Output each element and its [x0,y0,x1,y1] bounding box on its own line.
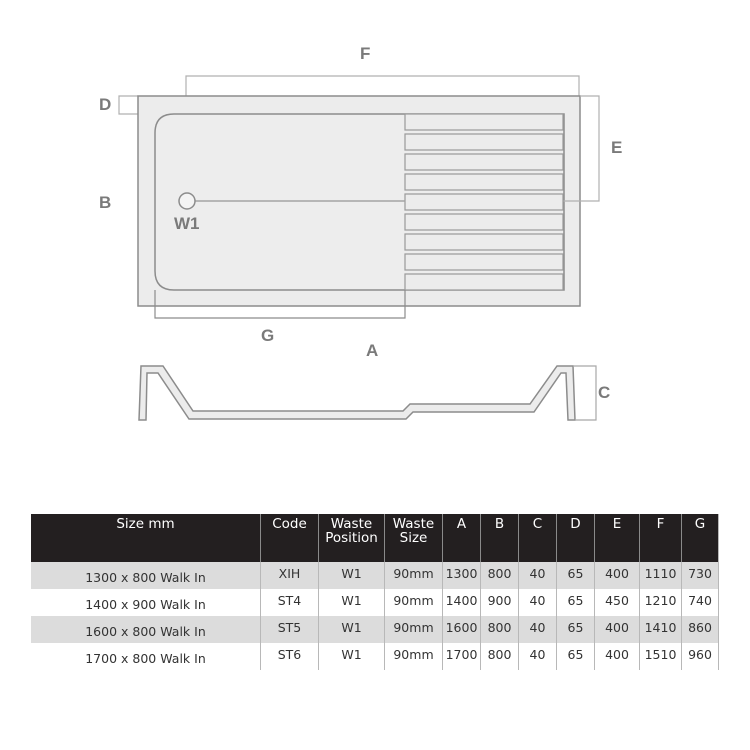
header-code: Code [260,514,319,562]
cell-a: 1600 [442,616,481,643]
cell-code: ST4 [260,589,319,616]
cell-a: 1700 [442,643,481,670]
cell-waste-size: 90mm [384,589,443,616]
header-d: D [556,514,595,562]
label-f: F [360,44,371,63]
cell-b: 900 [480,589,519,616]
cell-f: 1210 [639,589,682,616]
label-e: E [611,138,623,157]
cell-code: ST5 [260,616,319,643]
cell-code: XIH [260,562,319,589]
cell-waste-position: W1 [318,643,385,670]
cell-waste-size: 90mm [384,643,443,670]
tray-ribs [404,113,564,291]
cell-size: 1600 x 800 Walk In [31,616,261,643]
cell-e: 400 [594,616,640,643]
header-g: G [681,514,719,562]
cell-d: 65 [556,562,595,589]
cell-e: 400 [594,643,640,670]
cell-d: 65 [556,616,595,643]
cell-c: 40 [518,562,557,589]
cell-c: 40 [518,643,557,670]
waste-w1-icon [178,192,196,210]
cell-a: 1400 [442,589,481,616]
dimension-g-line [154,290,406,319]
header-f: F [639,514,682,562]
table-row: 1300 x 800 Walk In XIH W1 90mm 1300 800 … [31,562,719,589]
label-b: B [99,193,112,212]
table-row: 1600 x 800 Walk In ST5 W1 90mm 1600 800 … [31,616,719,643]
table-row: 1400 x 900 Walk In ST4 W1 90mm 1400 900 … [31,589,719,616]
cell-waste-position: W1 [318,589,385,616]
cell-waste-size: 90mm [384,562,443,589]
cell-f: 1110 [639,562,682,589]
cell-g: 960 [681,643,719,670]
cell-d: 65 [556,643,595,670]
cell-d: 65 [556,589,595,616]
cell-b: 800 [480,562,519,589]
cell-g: 740 [681,589,719,616]
header-b: B [480,514,519,562]
table-row: 1700 x 800 Walk In ST6 W1 90mm 1700 800 … [31,643,719,670]
cell-c: 40 [518,616,557,643]
label-c: C [598,383,611,402]
dimension-c-line [573,365,597,421]
tray-cross-section [138,365,576,421]
shower-tray-diagram: F D B E W1 G A C [99,44,623,421]
cell-e: 400 [594,562,640,589]
label-d: D [99,95,112,114]
dimension-d-line [118,95,138,115]
header-a: A [442,514,481,562]
header-c: C [518,514,557,562]
cell-b: 800 [480,643,519,670]
cell-waste-position: W1 [318,562,385,589]
cell-a: 1300 [442,562,481,589]
cell-waste-size: 90mm [384,616,443,643]
cell-size: 1300 x 800 Walk In [31,562,261,589]
cell-c: 40 [518,589,557,616]
cell-g: 730 [681,562,719,589]
cell-f: 1410 [639,616,682,643]
cell-b: 800 [480,616,519,643]
cell-size: 1400 x 900 Walk In [31,589,261,616]
cell-code: ST6 [260,643,319,670]
cell-f: 1510 [639,643,682,670]
label-g: G [261,326,275,345]
cell-e: 450 [594,589,640,616]
label-a: A [366,341,379,360]
header-size: Size mm [31,514,261,562]
cell-waste-position: W1 [318,616,385,643]
cell-size: 1700 x 800 Walk In [31,643,261,670]
label-w1: W1 [174,214,200,233]
cell-g: 860 [681,616,719,643]
header-e: E [594,514,640,562]
tray-drawing [118,75,600,421]
